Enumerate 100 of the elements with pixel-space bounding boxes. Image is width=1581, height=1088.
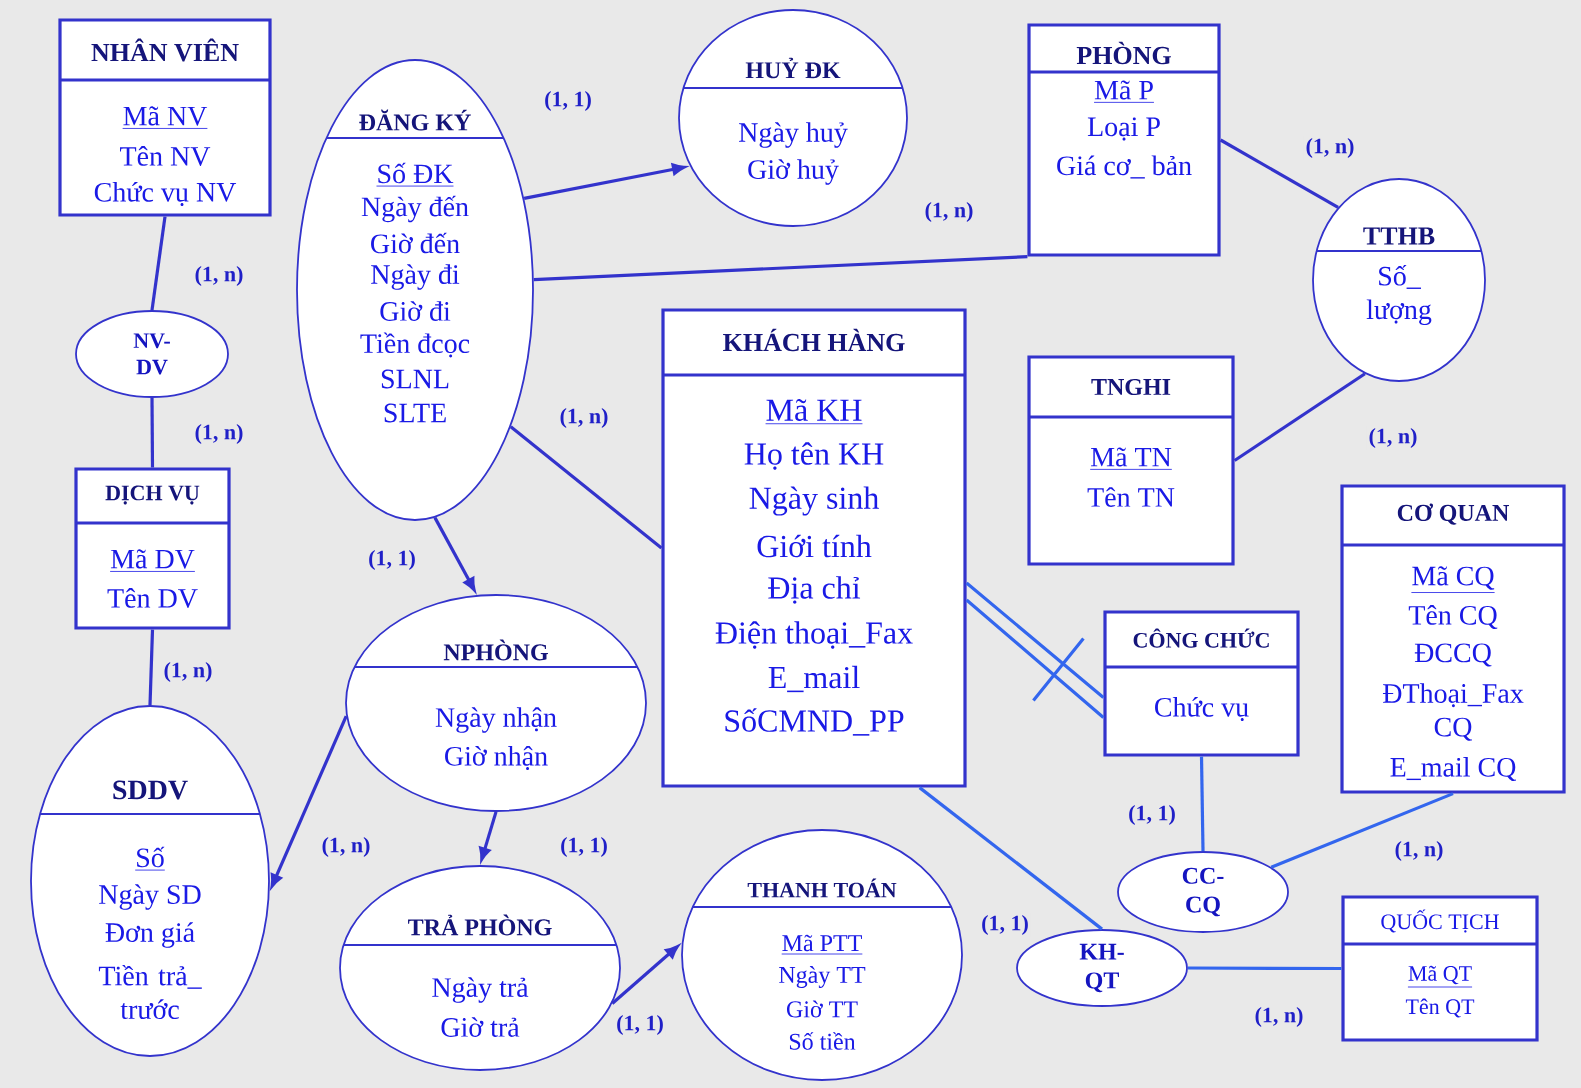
- attribute-text: Giá cơ_ bản: [1057, 155, 1192, 179]
- attribute-text: Mã DV: [109, 549, 196, 572]
- connector-line: [1219, 138, 1339, 209]
- edge-label: (1, 1): [558, 835, 610, 859]
- attribute-text: Giờ đi: [380, 301, 451, 321]
- connector-line: [1187, 966, 1342, 971]
- connector-line: [1233, 372, 1366, 462]
- attribute-text: SLTE: [384, 403, 446, 423]
- connector-line: [533, 255, 1028, 282]
- attribute-text: Số tiền: [789, 1032, 856, 1050]
- edge-label: (1, 1): [542, 89, 594, 113]
- entity-title: CƠ QUAN: [1397, 503, 1509, 525]
- attribute-text: Tiền trả_ trước: [98, 964, 202, 1020]
- connector-line: [1199, 756, 1205, 852]
- edge-label: (1, 1): [979, 913, 1031, 937]
- entity-box: [1341, 895, 1539, 1042]
- connector-line: [509, 425, 663, 550]
- entity-title: TRẢ PHÒNG: [408, 914, 552, 936]
- connector-line: [270, 715, 348, 888]
- connector-line: [150, 216, 167, 311]
- attribute-text: Chức vụ NV: [94, 181, 237, 207]
- edge-label: (1, n): [1252, 1005, 1306, 1029]
- relationship-ellipse: [1117, 851, 1289, 933]
- attribute-text: Tên NV: [120, 146, 211, 166]
- relationship-ellipse: [345, 594, 647, 812]
- attribute-text: Tên QT: [1405, 998, 1475, 1018]
- attribute-text: E_mail: [768, 665, 860, 693]
- attribute-text: Mã KH: [765, 399, 863, 425]
- edge-label: (1, n): [319, 835, 373, 859]
- attribute-text: Ngày nhận: [435, 707, 557, 733]
- connector-line: [918, 786, 1103, 931]
- attribute-text: Giờ trả: [441, 1017, 520, 1037]
- entity-title: TTHB: [1363, 227, 1435, 245]
- entity-title: PHÒNG: [1076, 41, 1171, 65]
- entity-title: SDDV: [113, 780, 188, 800]
- attribute-text: Giới tính: [757, 534, 872, 558]
- entity-title: HUỶ ĐK: [745, 57, 841, 79]
- connector-line: [611, 945, 679, 1005]
- attribute-text: SLNL: [381, 369, 449, 389]
- attribute-text: ĐThoại_Fax CQ: [1382, 683, 1524, 741]
- relationship-ellipse: [75, 310, 229, 398]
- edge-label: (1, n): [922, 200, 976, 224]
- attribute-text: Mã PTT: [781, 934, 863, 955]
- attribute-text: Mã CQ: [1411, 566, 1495, 593]
- edge-label: (1, 1): [614, 1013, 666, 1037]
- connector-line: [965, 581, 1105, 720]
- attribute-text: Giờ nhận: [445, 745, 548, 771]
- connector-line: [150, 397, 155, 468]
- attribute-text: Tên CQ: [1408, 605, 1498, 630]
- entity-title: TNGHI: [1091, 378, 1171, 396]
- attribute-text: Chức vụ: [1155, 696, 1249, 722]
- relationship-ellipse: [296, 59, 534, 521]
- entity-box: [58, 18, 272, 217]
- attribute-text: Ngày trả: [432, 977, 529, 1003]
- connector-line: [148, 629, 155, 706]
- attribute-text: Mã P: [1093, 80, 1155, 103]
- attribute-text: ĐCCQ: [1414, 643, 1492, 667]
- attribute-text: Ngày SD: [99, 884, 201, 910]
- entity-title: ĐĂNG KÝ: [359, 109, 471, 131]
- attribute-text: Mã QT: [1407, 965, 1473, 988]
- entity-title: NHÂN VIÊN: [91, 38, 239, 62]
- entity-title: NV- DV: [133, 333, 170, 375]
- edge-label: (1, 1): [1126, 803, 1178, 827]
- entity-title: KHÁCH HÀNG: [723, 328, 905, 352]
- entity-box: [1027, 355, 1235, 566]
- attribute-text: Giờ TT: [786, 1000, 858, 1018]
- edge-label: (1, n): [192, 264, 246, 288]
- edge-label: (1, 1): [366, 548, 418, 572]
- edge-label: (1, n): [1366, 426, 1420, 450]
- attribute-text: E_mail CQ: [1390, 757, 1516, 781]
- edge-label: (1, n): [1303, 136, 1357, 160]
- attribute-text: Giờ huỷ: [748, 159, 839, 185]
- attribute-text: Ngày sinh: [749, 486, 879, 516]
- entity-box: [661, 308, 967, 788]
- attribute-text: Điện thoại_Fax: [715, 621, 913, 649]
- edge-label: (1, n): [1392, 839, 1446, 863]
- attribute-text: Ngày huỷ: [739, 122, 848, 148]
- attribute-text: Mã TN: [1089, 447, 1173, 470]
- relationship-ellipse: [678, 9, 908, 227]
- entity-title: DỊCH VỤ: [105, 485, 200, 505]
- attribute-text: Tiền đcọc: [360, 332, 470, 358]
- connector-line: [1270, 792, 1454, 869]
- entity-box: [1340, 484, 1566, 794]
- entity-box: [1103, 610, 1300, 757]
- attribute-text: Loại P: [1087, 117, 1160, 141]
- entity-title: NPHÒNG: [443, 639, 548, 661]
- entity-box: [74, 467, 231, 630]
- attribute-text: Số_ lượng: [1366, 265, 1432, 325]
- entity-title: CÔNG CHỨC: [1133, 628, 1269, 648]
- attribute-text: Tên TN: [1087, 487, 1175, 507]
- attribute-text: Ngày đến: [361, 195, 469, 223]
- attribute-text: SốCMND_PP: [725, 708, 904, 736]
- entity-title: KH- QT: [1079, 943, 1124, 993]
- entity-title: THANH TOÁN: [747, 878, 897, 898]
- edge-label: (1, n): [161, 660, 215, 684]
- attribute-text: Đơn giá: [105, 922, 195, 948]
- attribute-text: Số ĐK: [376, 162, 454, 187]
- attribute-text: Ngày đi: [371, 264, 460, 290]
- relationship-ellipse: [1312, 178, 1486, 382]
- attribute-text: Giờ đến: [371, 232, 460, 254]
